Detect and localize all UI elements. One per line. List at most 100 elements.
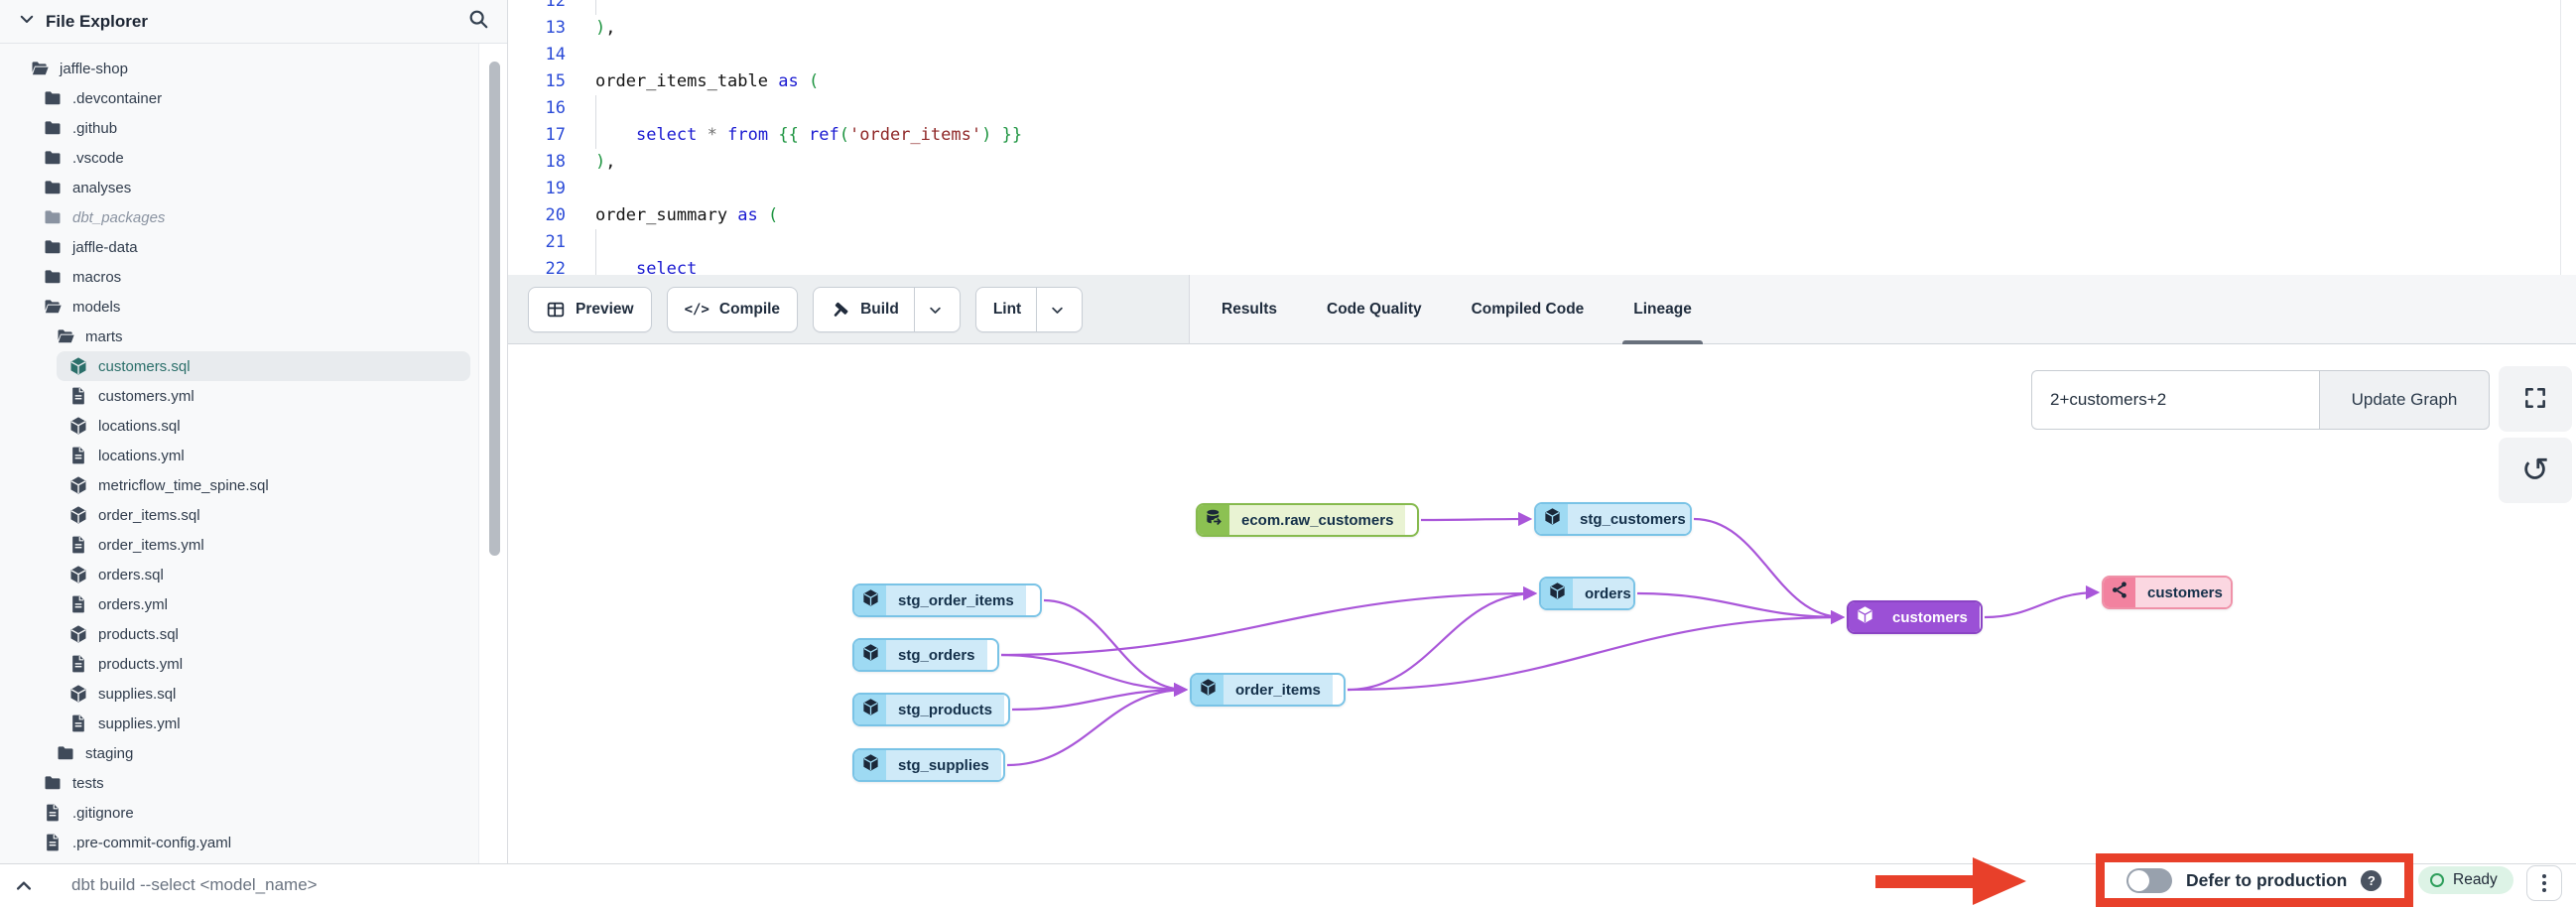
tree-item-label: analyses <box>72 179 132 196</box>
tree-item-label: .gitignore <box>72 804 134 822</box>
chevron-down-icon[interactable] <box>18 10 36 33</box>
search-icon[interactable] <box>467 8 489 35</box>
tree-item[interactable]: .pre-commit-config.yaml <box>18 828 470 857</box>
defer-to-production-toggle[interactable] <box>2126 867 2172 893</box>
lineage-node-stg_supplies[interactable]: stg_supplies <box>852 748 1005 782</box>
tree-item[interactable]: order_items.yml <box>18 530 470 560</box>
tree-item[interactable]: .github <box>18 113 470 143</box>
tree-item[interactable]: models <box>18 292 470 322</box>
chevron-up-icon[interactable] <box>14 876 34 901</box>
tree-item[interactable]: locations.sql <box>18 411 470 441</box>
lineage-edge-stg_order_items-to-order_items <box>1043 598 1189 698</box>
tree-item[interactable]: marts <box>18 322 470 351</box>
tabs-zone <box>1189 275 2576 344</box>
tree-item[interactable]: staging <box>18 738 470 768</box>
model-cube-icon <box>1543 507 1562 531</box>
tree-item[interactable]: locations.yml <box>18 441 470 470</box>
tree-item[interactable]: tests <box>18 768 470 798</box>
tree-item-label: models <box>72 298 121 316</box>
tree-scrollbar[interactable] <box>478 44 507 863</box>
preview-button[interactable]: Preview <box>528 287 652 332</box>
tree-item-label: .pre-commit-config.yaml <box>72 834 232 851</box>
lineage-edge-stg_customers-to-customers <box>1693 517 1846 625</box>
update-graph-button[interactable]: Update Graph <box>2319 370 2490 430</box>
tree-item[interactable]: dbt_packages <box>18 202 470 232</box>
tree-item[interactable]: metricflow_time_spine.sql <box>18 470 470 500</box>
tree-item[interactable]: jaffle-shop <box>18 54 470 83</box>
model-icon <box>68 475 88 495</box>
tab-compiled-code[interactable]: Compiled Code <box>1471 301 1585 318</box>
model-cube-icon <box>1199 678 1218 702</box>
annotation-arrow-head <box>1973 857 2026 905</box>
tree-item[interactable]: supplies.yml <box>18 709 470 738</box>
lineage-edge-order_items-to-orders <box>1347 585 1538 692</box>
lineage-node-stg_orders[interactable]: stg_orders <box>852 638 999 672</box>
folder-icon <box>43 178 63 197</box>
lineage-node-stg_products[interactable]: stg_products <box>852 693 1010 726</box>
line-number: 13 <box>545 18 566 38</box>
toggle-knob <box>2128 869 2149 891</box>
fullscreen-button[interactable] <box>2499 366 2572 432</box>
build-button[interactable]: Build <box>813 287 961 332</box>
lineage-node-customers_exposure[interactable]: customers <box>2102 576 2233 609</box>
file-tree: jaffle-shop.devcontainer.github.vscode an… <box>0 50 478 863</box>
folder-icon <box>43 207 63 227</box>
code-line: 17 select * from {{ ref('order_items') }… <box>508 122 2576 149</box>
file-explorer-title: File Explorer <box>46 11 148 31</box>
editor-scrollbar[interactable] <box>2560 0 2561 275</box>
tree-item[interactable]: products.yml <box>18 649 470 679</box>
model-cube-icon <box>861 643 880 667</box>
chevron-down-icon[interactable] <box>1036 288 1065 331</box>
lineage-node-raw_customers[interactable]: ecom.raw_customers <box>1196 503 1419 537</box>
lineage-node-stg_customers[interactable]: stg_customers <box>1534 502 1692 536</box>
tree-item-label: customers.yml <box>98 387 194 405</box>
folder-open-icon <box>30 59 50 78</box>
tab-code-quality[interactable]: Code Quality <box>1327 301 1422 318</box>
tab-results[interactable]: Results <box>1222 301 1277 318</box>
tree-item[interactable]: customers.sql <box>18 351 470 381</box>
doc-icon <box>68 713 88 733</box>
kebab-menu-button[interactable] <box>2526 865 2562 901</box>
lineage-node-customers[interactable]: customers <box>1847 600 1983 634</box>
tree-item[interactable]: orders.sql <box>18 560 470 589</box>
node-label: stg_order_items <box>886 585 1026 615</box>
reset-graph-button[interactable]: ↺ <box>2499 438 2572 503</box>
tree-scrollbar-thumb[interactable] <box>489 62 500 556</box>
kebab-icon <box>2542 874 2546 878</box>
tree-item[interactable]: .devcontainer <box>18 83 470 113</box>
folder-icon <box>43 88 63 108</box>
lineage-node-order_items[interactable]: order_items <box>1190 673 1346 707</box>
refresh-icon: ↺ <box>2520 452 2550 489</box>
tree-item[interactable]: orders.yml <box>18 589 470 619</box>
tree-item[interactable]: customers.yml <box>18 381 470 411</box>
model-cube-icon <box>861 753 880 777</box>
tab-lineage[interactable]: Lineage <box>1620 275 1705 344</box>
lineage-node-stg_order_items[interactable]: stg_order_items <box>852 583 1042 617</box>
tree-item-label: metricflow_time_spine.sql <box>98 476 269 494</box>
line-number: 12 <box>545 0 566 11</box>
lineage-node-orders[interactable]: orders <box>1539 577 1635 610</box>
lint-button[interactable]: Lint <box>974 287 1084 332</box>
lineage-selector-input[interactable] <box>2031 370 2319 430</box>
doc-icon <box>43 803 63 823</box>
lineage-edge-order_items-to-customers <box>1347 609 1846 692</box>
tree-item[interactable]: macros <box>18 262 470 292</box>
tree-item[interactable]: analyses <box>18 173 470 202</box>
command-input[interactable] <box>60 866 1746 904</box>
doc-icon <box>68 446 88 465</box>
folder-icon <box>56 743 75 763</box>
line-number: 14 <box>545 45 566 65</box>
tree-item[interactable]: .gitignore <box>18 798 470 828</box>
help-icon[interactable]: ? <box>2361 869 2383 891</box>
tree-item[interactable]: order_items.sql <box>18 500 470 530</box>
folder-open-icon <box>43 297 63 317</box>
lineage-edge-stg_products-to-order_items <box>1011 682 1189 712</box>
tree-item[interactable]: supplies.sql <box>18 679 470 709</box>
tree-item-label: locations.sql <box>98 417 181 435</box>
tree-item[interactable]: products.sql <box>18 619 470 649</box>
chevron-down-icon[interactable] <box>913 288 943 331</box>
tree-item[interactable]: jaffle-data <box>18 232 470 262</box>
compile-button[interactable]: </>Compile <box>666 287 799 332</box>
tree-item[interactable]: .vscode <box>18 143 470 173</box>
